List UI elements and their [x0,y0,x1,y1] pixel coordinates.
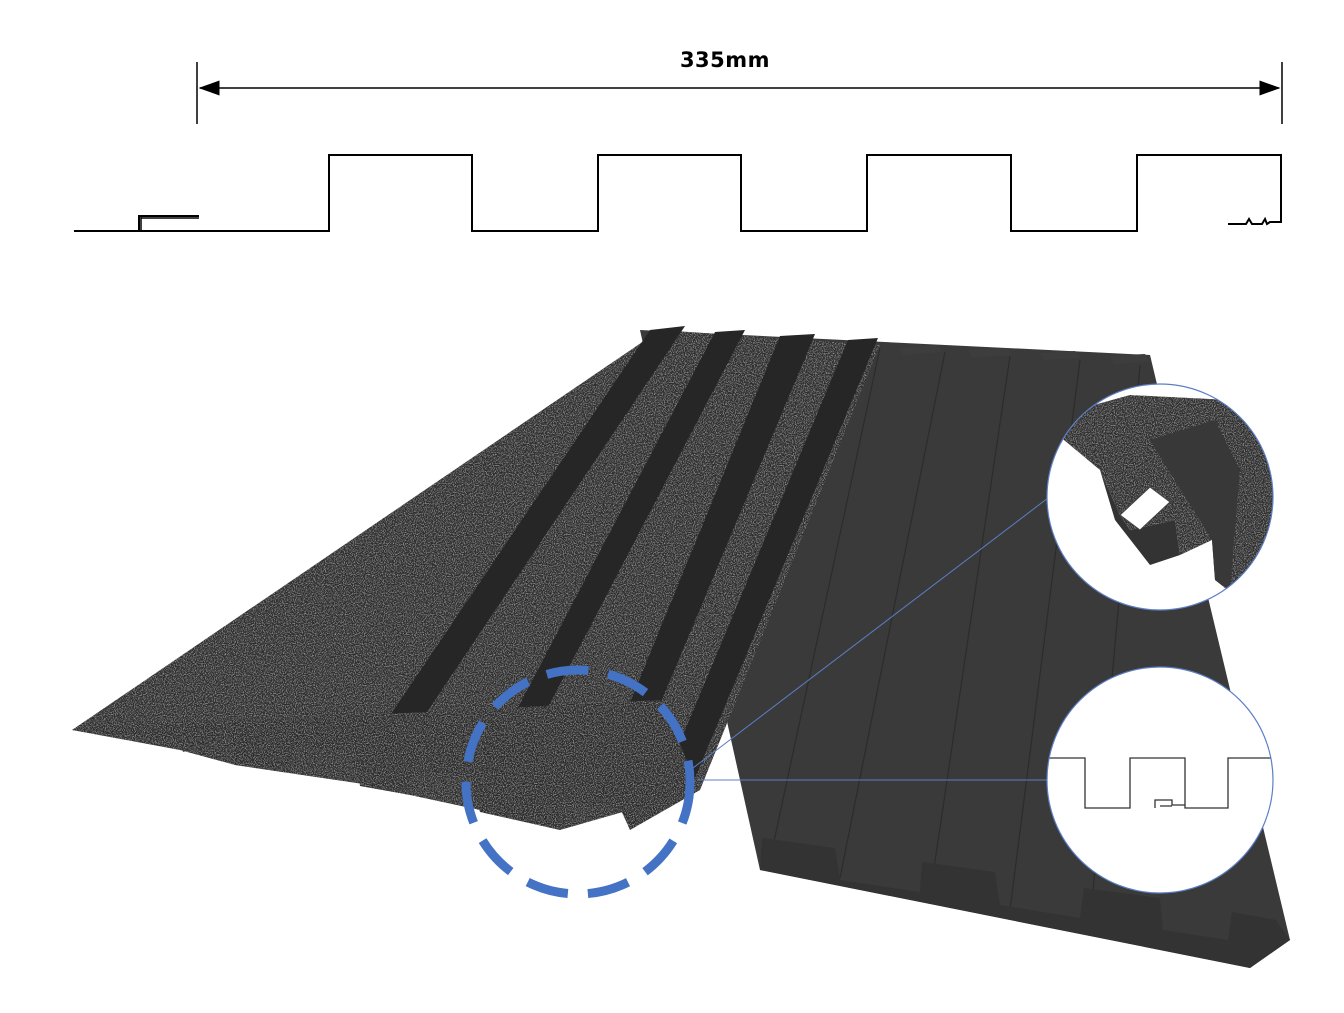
dimension-marker [196,62,1283,124]
profile-section [74,154,1282,232]
zoom-callout-3d [1046,383,1274,611]
zoom-callout-section [1046,666,1274,894]
smooth-rib-tops [898,345,1150,364]
dimension-label: 335mm [679,48,771,72]
zoom-circle-bottom-border [1046,666,1274,894]
panel-textured-front-edge [72,700,700,830]
panel-smooth-front-edge [760,838,1290,968]
profile-lap-hook [140,216,199,231]
callout-lines [692,497,1049,781]
zoom-circle-top-border [1046,383,1274,611]
highlight-circle [461,665,695,899]
textured-ribs [360,326,878,800]
profile-line [74,154,1282,232]
callout-line-top [692,497,1049,769]
